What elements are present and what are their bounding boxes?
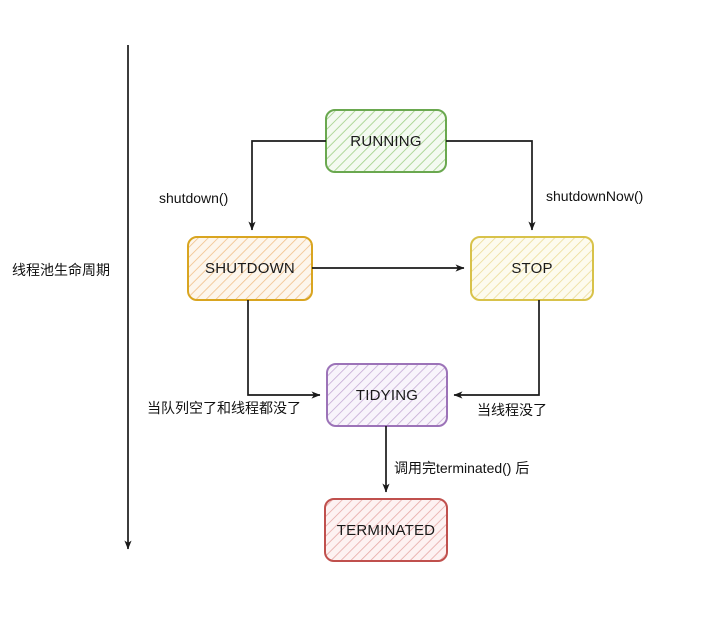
node-shutdown[interactable]: SHUTDOWN [188,237,312,300]
node-shutdown-label: SHUTDOWN [205,260,295,277]
edge-label-queue-empty: 当队列空了和线程都没了 [147,400,301,416]
node-tidying[interactable]: TIDYING [327,364,447,426]
edge-label-after-terminated: 调用完terminated() 后 [394,460,530,476]
edge-label-shutdown: shutdown() [159,190,229,206]
node-running[interactable]: RUNNING [326,110,446,172]
node-stop[interactable]: STOP [471,237,593,300]
lifecycle-axis-label: 线程池生命周期 [12,262,110,278]
edge-running-to-stop [446,140,536,231]
edge-stop-to-tidying [453,300,540,399]
node-tidying-label: TIDYING [355,386,419,404]
node-running-label: RUNNING [350,132,422,150]
node-stop-label: STOP [511,260,553,277]
edge-shutdown-to-tidying [247,300,321,399]
edge-label-no-threads: 当线程没了 [477,402,547,418]
edge-running-to-shutdown [248,140,326,231]
node-terminated[interactable]: TERMINATED [325,499,447,561]
node-terminated-label: TERMINATED [336,521,436,539]
edge-label-shutdown-now: shutdownNow() [546,188,644,204]
